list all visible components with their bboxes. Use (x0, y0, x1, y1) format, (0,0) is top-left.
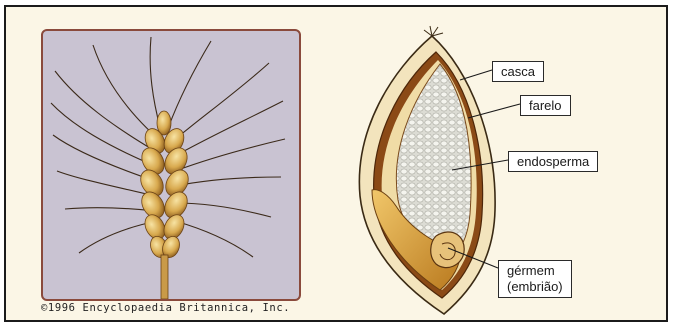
label-casca: casca (492, 61, 544, 82)
label-germe-line2: (embrião) (507, 279, 563, 295)
leader-line-casca (460, 70, 492, 80)
label-farelo: farelo (520, 95, 571, 116)
label-germe: gérmem (embrião) (498, 260, 572, 298)
label-endosperma: endosperma (508, 151, 598, 172)
kernel-tip-hairs (424, 26, 443, 36)
embryo-detail (431, 232, 464, 268)
label-germe-line1: gérmem (507, 263, 563, 279)
